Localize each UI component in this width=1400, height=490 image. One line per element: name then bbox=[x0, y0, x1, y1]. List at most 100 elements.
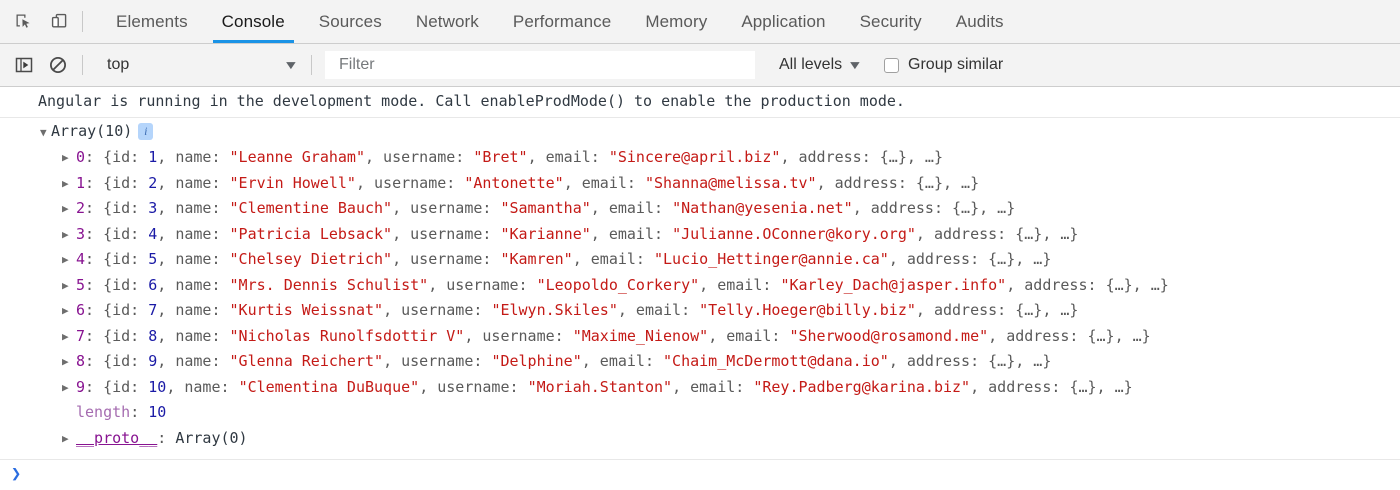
tab-performance[interactable]: Performance bbox=[496, 0, 628, 43]
array-item-row[interactable]: 1: {id: 2, name: "Ervin Howell", usernam… bbox=[0, 171, 1400, 197]
name-key: , name: bbox=[157, 275, 230, 294]
execution-context-selector[interactable]: top ▼ bbox=[95, 56, 307, 74]
name-value: "Glenna Reichert" bbox=[229, 352, 384, 370]
array-item-row[interactable]: 4: {id: 5, name: "Chelsey Dietrich", use… bbox=[0, 247, 1400, 273]
object-tail: , …} bbox=[1114, 326, 1151, 345]
tab-memory[interactable]: Memory bbox=[628, 0, 724, 43]
clear-console-icon[interactable] bbox=[44, 51, 72, 79]
username-value: "Elwyn.Skiles" bbox=[491, 301, 618, 319]
tab-audits[interactable]: Audits bbox=[939, 0, 1021, 43]
address-value: {…} bbox=[988, 352, 1016, 370]
id-key: id: bbox=[112, 148, 149, 166]
array-item-row[interactable]: 5: {id: 6, name: "Mrs. Dennis Schulist",… bbox=[0, 273, 1400, 299]
array-item-index: 8 bbox=[76, 352, 86, 370]
console-sidebar-icon[interactable] bbox=[10, 51, 38, 79]
expand-arrow-icon[interactable] bbox=[62, 324, 73, 350]
username-value: "Kamren" bbox=[500, 250, 573, 268]
log-level-value: All levels bbox=[779, 56, 843, 73]
tab-security[interactable]: Security bbox=[843, 0, 939, 43]
array-rows-container: 0: {id: 1, name: "Leanne Graham", userna… bbox=[0, 145, 1400, 400]
username-key: , username: bbox=[392, 199, 501, 217]
array-item-row[interactable]: 3: {id: 4, name: "Patricia Lebsack", use… bbox=[0, 222, 1400, 248]
email-key: , email: bbox=[527, 148, 609, 166]
expand-arrow-icon[interactable] bbox=[62, 171, 73, 197]
address-key: , address: bbox=[888, 250, 989, 268]
device-toolbar-icon[interactable] bbox=[46, 9, 72, 35]
proto-value: Array(0) bbox=[175, 428, 248, 447]
expand-arrow-icon[interactable] bbox=[62, 247, 73, 273]
expand-arrow-icon[interactable] bbox=[62, 145, 73, 171]
devtools-tabs: Elements Console Sources Network Perform… bbox=[89, 0, 1021, 43]
username-value: "Maxime_Nienow" bbox=[572, 326, 709, 345]
name-value: "Mrs. Dennis Schulist" bbox=[229, 275, 429, 294]
array-proto-row[interactable]: __proto__: Array(0) bbox=[0, 426, 1400, 452]
log-level-selector[interactable]: All levels ▼ bbox=[779, 56, 863, 74]
tab-application[interactable]: Application bbox=[724, 0, 842, 43]
group-similar-checkbox[interactable] bbox=[884, 57, 900, 73]
email-key: , email: bbox=[581, 352, 664, 370]
console-message-angular[interactable]: Angular is running in the development mo… bbox=[0, 87, 1400, 118]
object-tail: , …} bbox=[1042, 301, 1079, 319]
array-item-row[interactable]: 2: {id: 3, name: "Clementine Bauch", use… bbox=[0, 196, 1400, 222]
id-value: 5 bbox=[148, 250, 158, 268]
console-message-text: Angular is running in the development mo… bbox=[38, 92, 905, 110]
email-value: "Rey.Padberg@karina.biz" bbox=[753, 377, 971, 396]
array-header-row[interactable]: Array(10) i bbox=[0, 119, 1400, 146]
address-value: {…} bbox=[1087, 326, 1115, 345]
array-item-index: 4 bbox=[76, 250, 86, 268]
filter-input[interactable]: Filter bbox=[325, 51, 755, 79]
address-value: {…} bbox=[988, 250, 1016, 268]
email-key: , email: bbox=[590, 199, 673, 217]
array-item-row[interactable]: 0: {id: 1, name: "Leanne Graham", userna… bbox=[0, 145, 1400, 171]
name-value: "Clementina DuBuque" bbox=[238, 377, 420, 396]
username-value: "Karianne" bbox=[500, 224, 591, 243]
info-badge-icon[interactable]: i bbox=[138, 122, 154, 140]
array-item-content: 7: {id: 8, name: "Nicholas Runolfsdottir… bbox=[62, 324, 1151, 350]
expand-arrow-icon[interactable] bbox=[62, 298, 73, 324]
group-similar-toggle[interactable]: Group similar bbox=[884, 56, 1003, 74]
array-item-row[interactable]: 8: {id: 9, name: "Glenna Reichert", user… bbox=[0, 349, 1400, 375]
array-header-label: Array(10) bbox=[51, 121, 133, 140]
expand-arrow-icon[interactable] bbox=[62, 375, 73, 401]
name-value: "Patricia Lebsack" bbox=[229, 224, 393, 243]
filter-placeholder: Filter bbox=[339, 56, 375, 73]
expand-arrow-icon[interactable] bbox=[62, 349, 73, 375]
array-item-content: 8: {id: 9, name: "Glenna Reichert", user… bbox=[62, 349, 1051, 375]
tab-network[interactable]: Network bbox=[399, 0, 496, 43]
array-item-row[interactable]: 7: {id: 8, name: "Nicholas Runolfsdottir… bbox=[0, 324, 1400, 350]
array-item-index: 5 bbox=[76, 275, 86, 294]
array-item-content: 5: {id: 6, name: "Mrs. Dennis Schulist",… bbox=[62, 273, 1169, 299]
open-brace: { bbox=[103, 250, 113, 268]
expand-arrow-icon[interactable] bbox=[62, 196, 73, 222]
expand-arrow-icon[interactable] bbox=[62, 426, 73, 452]
id-value: 3 bbox=[148, 199, 158, 217]
name-key: , name: bbox=[157, 352, 230, 370]
email-value: "Lucio_Hettinger@annie.ca" bbox=[654, 250, 889, 268]
expand-arrow-icon[interactable] bbox=[62, 222, 73, 248]
tab-elements[interactable]: Elements bbox=[99, 0, 205, 43]
colon: : bbox=[85, 199, 104, 217]
expand-arrow-icon[interactable] bbox=[62, 273, 73, 299]
tab-label: Audits bbox=[955, 11, 1004, 31]
array-item-row[interactable]: 6: {id: 7, name: "Kurtis Weissnat", user… bbox=[0, 298, 1400, 324]
email-key: , email: bbox=[699, 275, 781, 294]
proto-key[interactable]: __proto__ bbox=[76, 428, 158, 447]
address-key: , address: bbox=[915, 301, 1016, 319]
tab-console[interactable]: Console bbox=[205, 0, 302, 43]
tab-sources[interactable]: Sources bbox=[302, 0, 399, 43]
username-value: "Bret" bbox=[473, 148, 528, 166]
group-similar-label: Group similar bbox=[908, 56, 1004, 73]
username-key: , username: bbox=[355, 173, 465, 192]
array-item-row[interactable]: 9: {id: 10, name: "Clementina DuBuque", … bbox=[0, 375, 1400, 401]
email-key: , email: bbox=[672, 377, 754, 396]
expand-arrow-icon[interactable] bbox=[40, 120, 51, 146]
email-value: "Telly.Hoeger@billy.biz" bbox=[699, 301, 916, 319]
address-key: , address: bbox=[780, 148, 880, 166]
inspect-element-icon[interactable] bbox=[10, 9, 36, 35]
colon: : bbox=[85, 301, 104, 319]
address-key: , address: bbox=[915, 224, 1016, 243]
console-prompt[interactable]: ❯ bbox=[0, 460, 1400, 490]
execution-context-value: top bbox=[107, 56, 130, 73]
address-value: {…} bbox=[879, 148, 907, 166]
id-value: 9 bbox=[148, 352, 158, 370]
